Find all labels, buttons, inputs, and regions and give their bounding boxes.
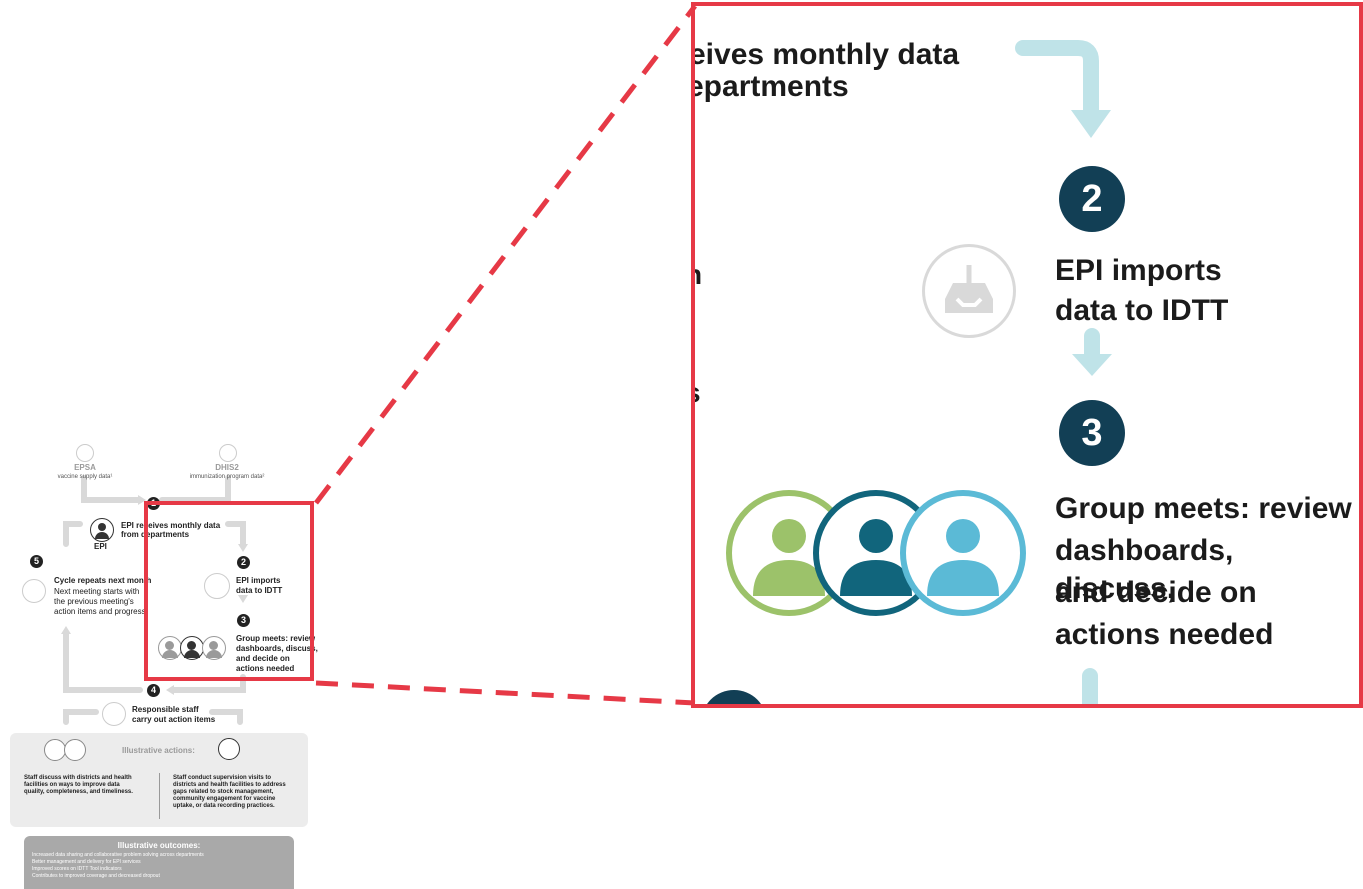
group-people-icons — [726, 490, 1026, 616]
actions-right-line5: uptake, or data recording practices. — [173, 803, 275, 809]
actions-left-line1: Staff discuss with districts and health — [24, 775, 132, 781]
epsa-person-icon — [76, 444, 94, 462]
step-2-line2: data to IDTT — [236, 586, 283, 595]
step-1-line2: from departments — [121, 530, 190, 539]
step-3-line4: actions needed — [236, 664, 295, 673]
zoom-arrows — [1015, 40, 1112, 704]
person-icon — [64, 739, 86, 761]
step-1-line1: EPI receives monthly data — [121, 521, 221, 530]
outcomes-heading: Illustrative outcomes: — [117, 841, 201, 850]
zoom-step-2-line1: EPI imports — [1055, 254, 1222, 287]
step-4-line2: carry out action items — [132, 715, 216, 724]
step-3-line2: dashboards, discuss, — [236, 644, 318, 653]
divider — [159, 773, 160, 819]
step-5-line3: action items and progress — [54, 607, 146, 616]
dhis2-title: DHIS2 — [215, 463, 239, 472]
calendar-icon — [22, 579, 46, 603]
zoom-step-3-number: 3 — [1059, 400, 1125, 466]
zoom-cut-text-a: n — [693, 259, 703, 290]
inbox-download-icon — [204, 573, 230, 599]
step-5-line1: Next meeting starts with — [54, 587, 140, 596]
illustrative-actions-box: Illustrative actions: Staff discuss with… — [10, 733, 308, 827]
zoom-step-4-number-partial — [701, 690, 767, 704]
actions-right-line4: community engagement for vaccine — [173, 796, 276, 802]
zoom-step-3-line3: and decide on — [1055, 576, 1257, 609]
epi-label: EPI — [94, 542, 107, 551]
zoom-step1-partial-line1: eives monthly data — [693, 38, 960, 71]
highlight-box-small — [144, 501, 314, 681]
actions-right-line3: gaps related to stock management, — [173, 789, 274, 795]
outcome-item-2: Better management and delivery for EPI s… — [32, 859, 141, 865]
step-2-number: 2 — [237, 556, 250, 569]
step-3-line3: and decide on — [236, 654, 290, 663]
flow-arrows — [61, 475, 248, 725]
zoom-step-3-line4: actions needed — [1055, 618, 1274, 651]
actions-left-line2: facilities on ways to improve data — [24, 782, 120, 788]
outcome-item-4: Contributes to improved coverage and dec… — [32, 873, 160, 879]
zoom-step-3-line2: dashboards, discuss, — [1055, 534, 1234, 605]
dhis2-person-icon — [219, 444, 237, 462]
step-5-title: Cycle repeats next month — [54, 576, 152, 585]
zoom-step1-partial-line2: epartments — [693, 70, 849, 103]
epsa-subtitle: vaccine supply data¹ — [57, 474, 113, 480]
step-3-line1: Group meets: review — [236, 634, 316, 643]
step-4-line1: Responsible staff — [132, 705, 199, 714]
zoom-step-3-line1: Group meets: review — [1055, 492, 1352, 525]
outcome-item-3: Improved scores on IDTT Tool indicators — [32, 866, 122, 872]
zoom-step-2-number: 2 — [1059, 166, 1125, 232]
step-3-number: 3 — [237, 614, 250, 627]
step-4-number: 4 — [147, 684, 160, 697]
zoom-panel: eives monthly data epartments n s 2 EPI … — [693, 4, 1361, 704]
inbox-download-icon — [922, 244, 1016, 338]
zoom-step-2-line2: data to IDTT — [1055, 294, 1229, 327]
illustrative-outcomes-box: Illustrative outcomes: Increased data sh… — [24, 836, 294, 889]
actions-left-line3: quality, completeness, and timeliness. — [24, 789, 133, 795]
dhis2-subtitle: immunization program data² — [189, 474, 265, 480]
highlight-box-zoom — [691, 2, 1363, 708]
clipboard-icon — [102, 702, 126, 726]
person-icon — [218, 738, 240, 760]
epsa-title: EPSA — [74, 463, 96, 472]
actions-heading: Illustrative actions: — [122, 746, 195, 755]
step-5-number: 5 — [30, 555, 43, 568]
actions-right-line1: Staff conduct supervision visits to — [173, 775, 272, 781]
epi-person-icon — [90, 518, 114, 542]
step-5-line2: the previous meeting's — [54, 597, 134, 606]
outcome-item-1: Increased data sharing and collaborative… — [32, 852, 204, 858]
actions-right-line2: districts and health facilities to addre… — [173, 782, 286, 788]
step-2-line1: EPI imports — [236, 576, 281, 585]
zoom-cut-text-b: s — [693, 374, 701, 412]
